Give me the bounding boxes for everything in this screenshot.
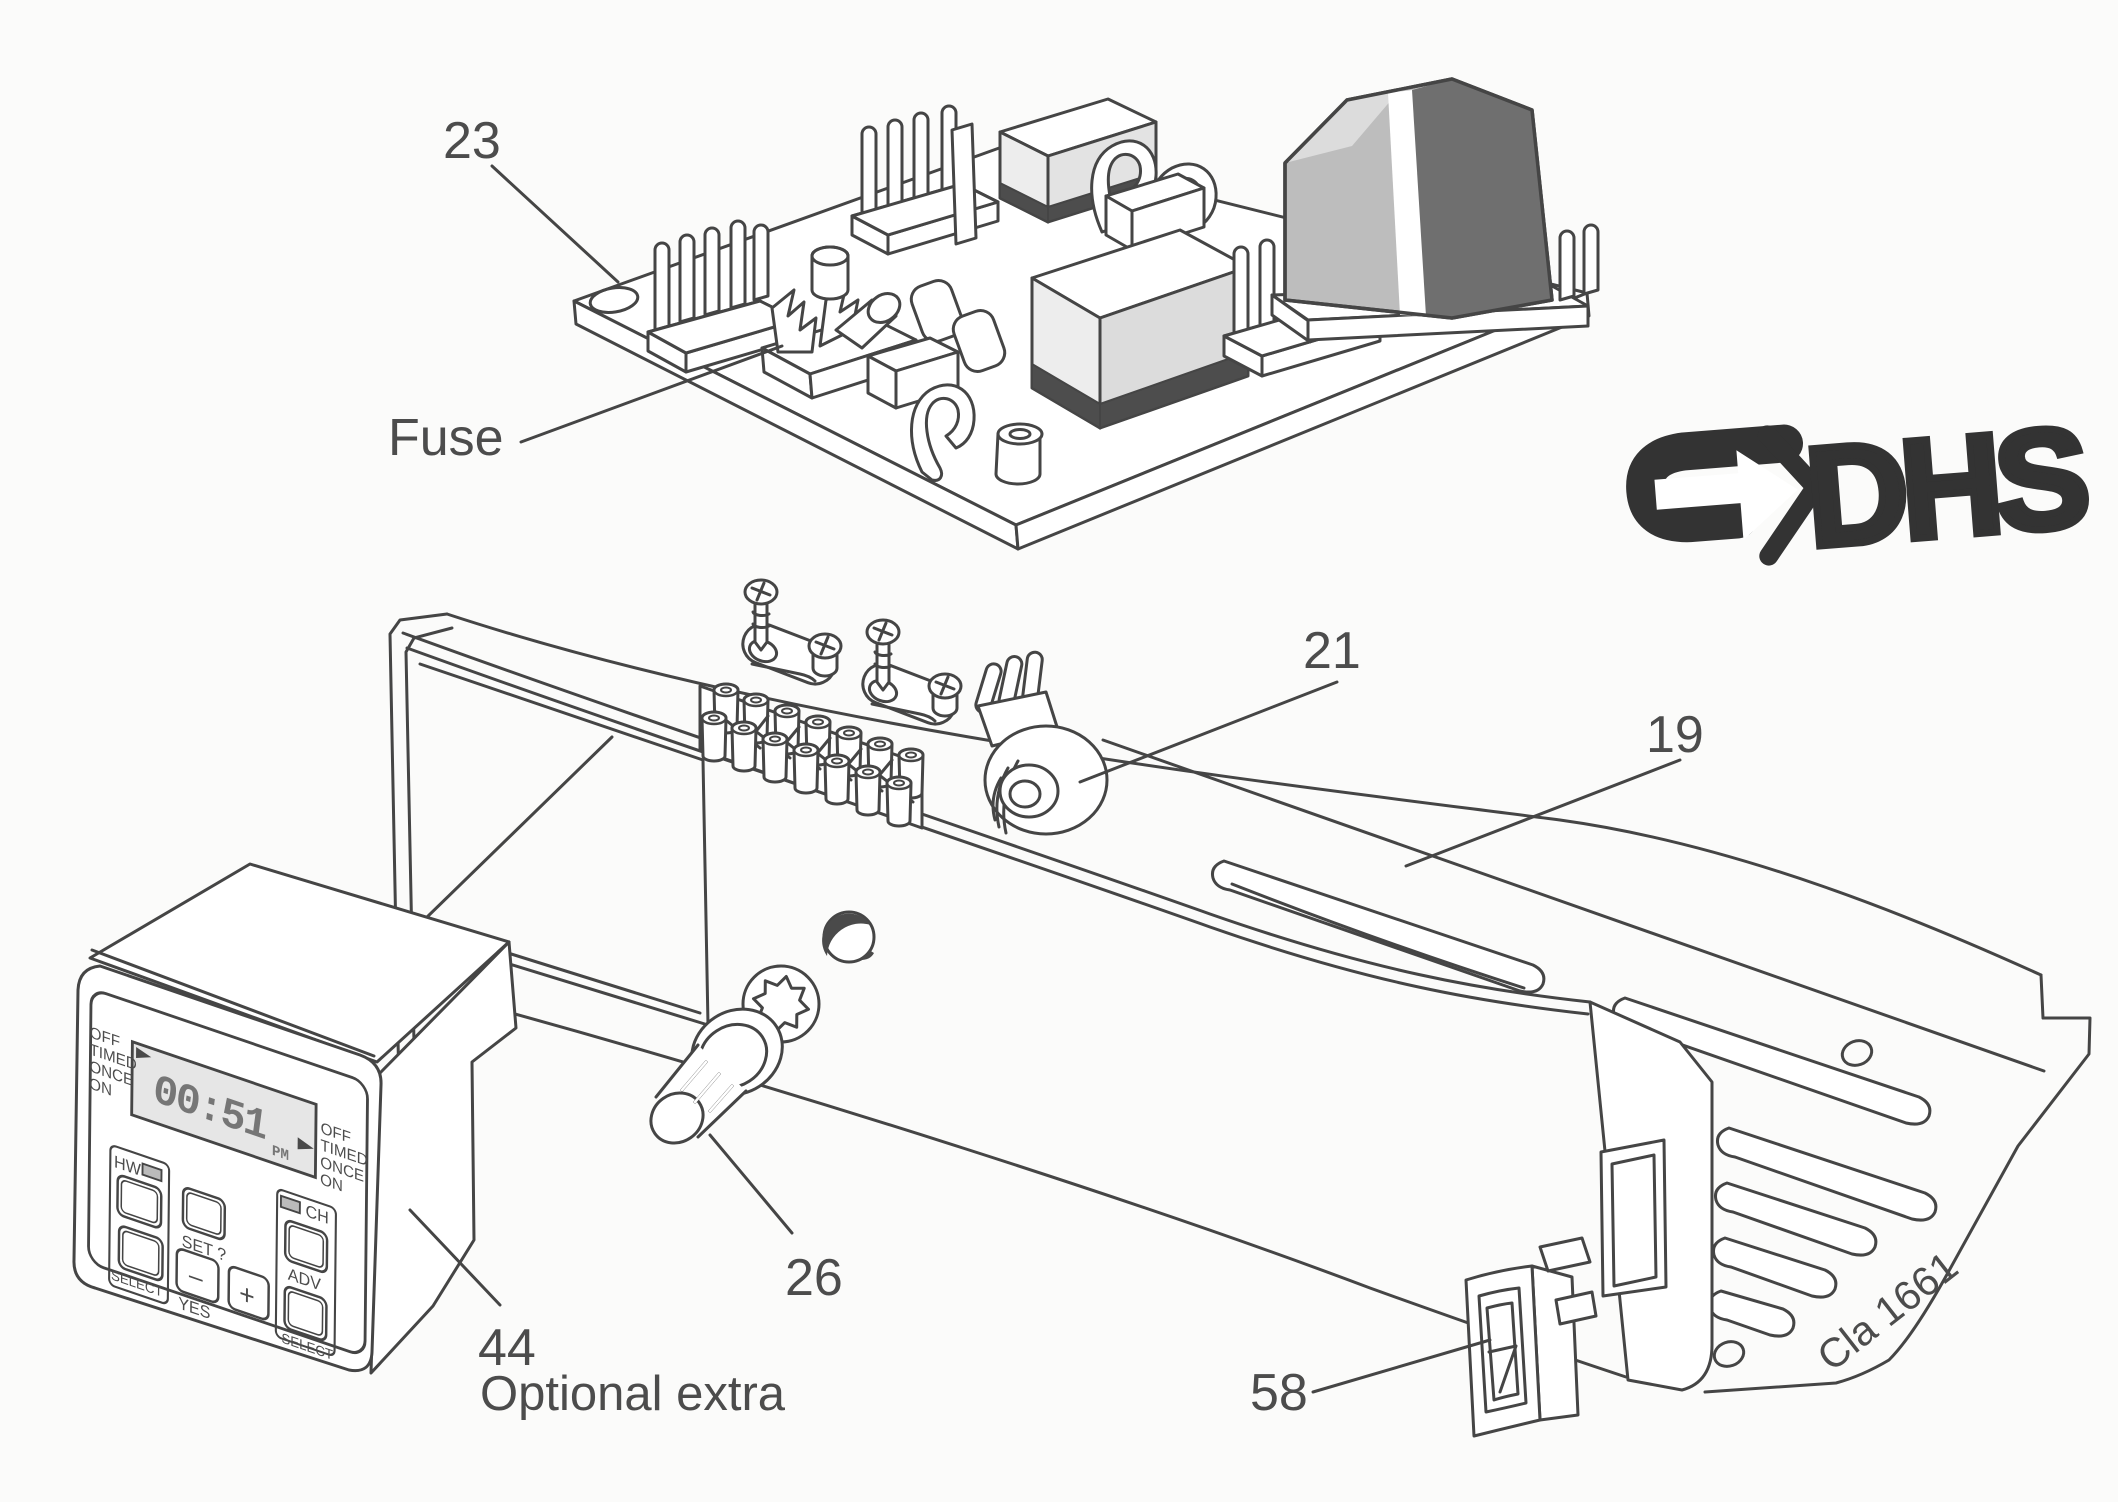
svg-text:Fuse: Fuse (388, 409, 504, 467)
svg-text:19: 19 (1646, 706, 1704, 764)
svg-text:–: – (189, 1259, 204, 1294)
svg-text:21: 21 (1303, 622, 1361, 680)
svg-text:ON: ON (89, 1075, 112, 1100)
svg-text:58: 58 (1250, 1364, 1308, 1422)
svg-text:+: + (239, 1277, 255, 1313)
svg-text:Optional extra: Optional extra (480, 1367, 786, 1421)
svg-text:DHS: DHS (1800, 397, 2091, 577)
svg-text:26: 26 (785, 1249, 843, 1307)
svg-text:CH: CH (305, 1201, 328, 1228)
svg-text:23: 23 (443, 112, 501, 170)
svg-text:44: 44 (478, 1319, 536, 1377)
svg-text:ON: ON (320, 1171, 343, 1196)
svg-text:PM: PM (272, 1143, 289, 1166)
